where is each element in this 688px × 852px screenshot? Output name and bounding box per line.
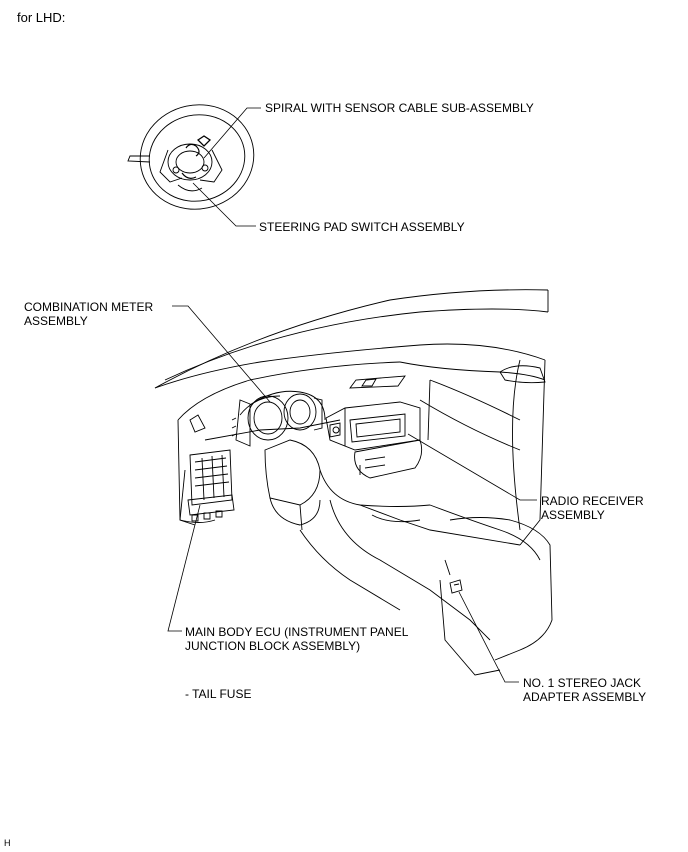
- steering-wheel-drawing: [127, 104, 255, 210]
- leader-combination-meter: [172, 305, 271, 403]
- label-stereo-jack-line2: ADAPTER ASSEMBLY: [523, 690, 647, 704]
- label-radio-receiver-line1: RADIO RECEIVER: [541, 494, 644, 508]
- label-main-body-ecu-line2: JUNCTION BLOCK ASSEMBLY): [185, 639, 361, 653]
- label-combination-meter-line2: ASSEMBLY: [24, 314, 88, 328]
- label-spiral-cable: SPIRAL WITH SENSOR CABLE SUB-ASSEMBLY: [265, 101, 534, 115]
- label-main-body-ecu: MAIN BODY ECU (INSTRUMENT PANEL JUNCTION…: [185, 625, 408, 653]
- leader-spiral-cable: [203, 107, 261, 159]
- leader-steering-pad: [192, 182, 256, 227]
- leader-main-body-ecu: [167, 504, 201, 632]
- label-tail-fuse: - TAIL FUSE: [185, 687, 252, 701]
- leader-radio-receiver: [407, 433, 537, 501]
- label-radio-receiver: RADIO RECEIVER ASSEMBLY: [541, 494, 644, 522]
- label-stereo-jack-line1: NO. 1 STEREO JACK: [523, 676, 642, 690]
- leader-stereo-jack: [458, 591, 519, 683]
- dashboard-drawing: [154, 289, 553, 676]
- label-main-body-ecu-line1: MAIN BODY ECU (INSTRUMENT PANEL: [185, 625, 409, 639]
- label-steering-pad: STEERING PAD SWITCH ASSEMBLY: [259, 220, 465, 234]
- leader-lines: [167, 107, 537, 683]
- label-combination-meter: COMBINATION METER ASSEMBLY: [24, 300, 153, 328]
- variant-heading: for LHD:: [17, 10, 66, 25]
- label-radio-receiver-line2: ASSEMBLY: [541, 508, 605, 522]
- label-stereo-jack: NO. 1 STEREO JACK ADAPTER ASSEMBLY: [523, 676, 646, 704]
- label-combination-meter-line1: COMBINATION METER: [24, 300, 154, 314]
- footer-code: H: [4, 838, 11, 848]
